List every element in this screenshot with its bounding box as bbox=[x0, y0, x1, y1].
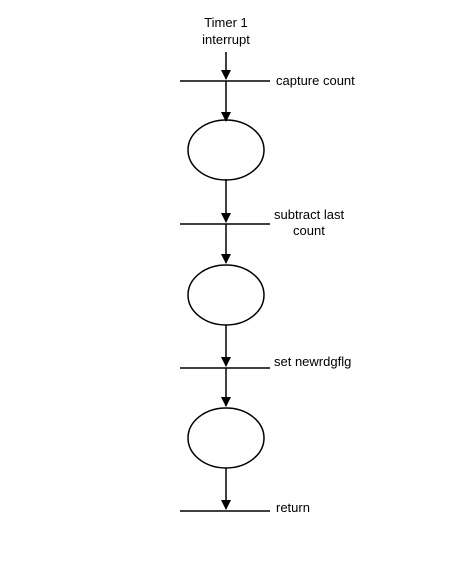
transition-label-set-newrdgflg: set newrdgflg bbox=[274, 354, 351, 369]
place-1 bbox=[187, 119, 265, 181]
place-3 bbox=[187, 407, 265, 469]
transition-label-return: return bbox=[276, 500, 310, 515]
start-label-line2: interrupt bbox=[202, 32, 250, 47]
transition-label-subtract-line1: subtract last bbox=[274, 207, 344, 222]
transition-label-capture-count: capture count bbox=[276, 73, 355, 88]
transition-label-subtract-line2: count bbox=[293, 223, 325, 238]
start-label-line1: Timer 1 bbox=[204, 15, 248, 30]
place-2 bbox=[187, 264, 265, 326]
